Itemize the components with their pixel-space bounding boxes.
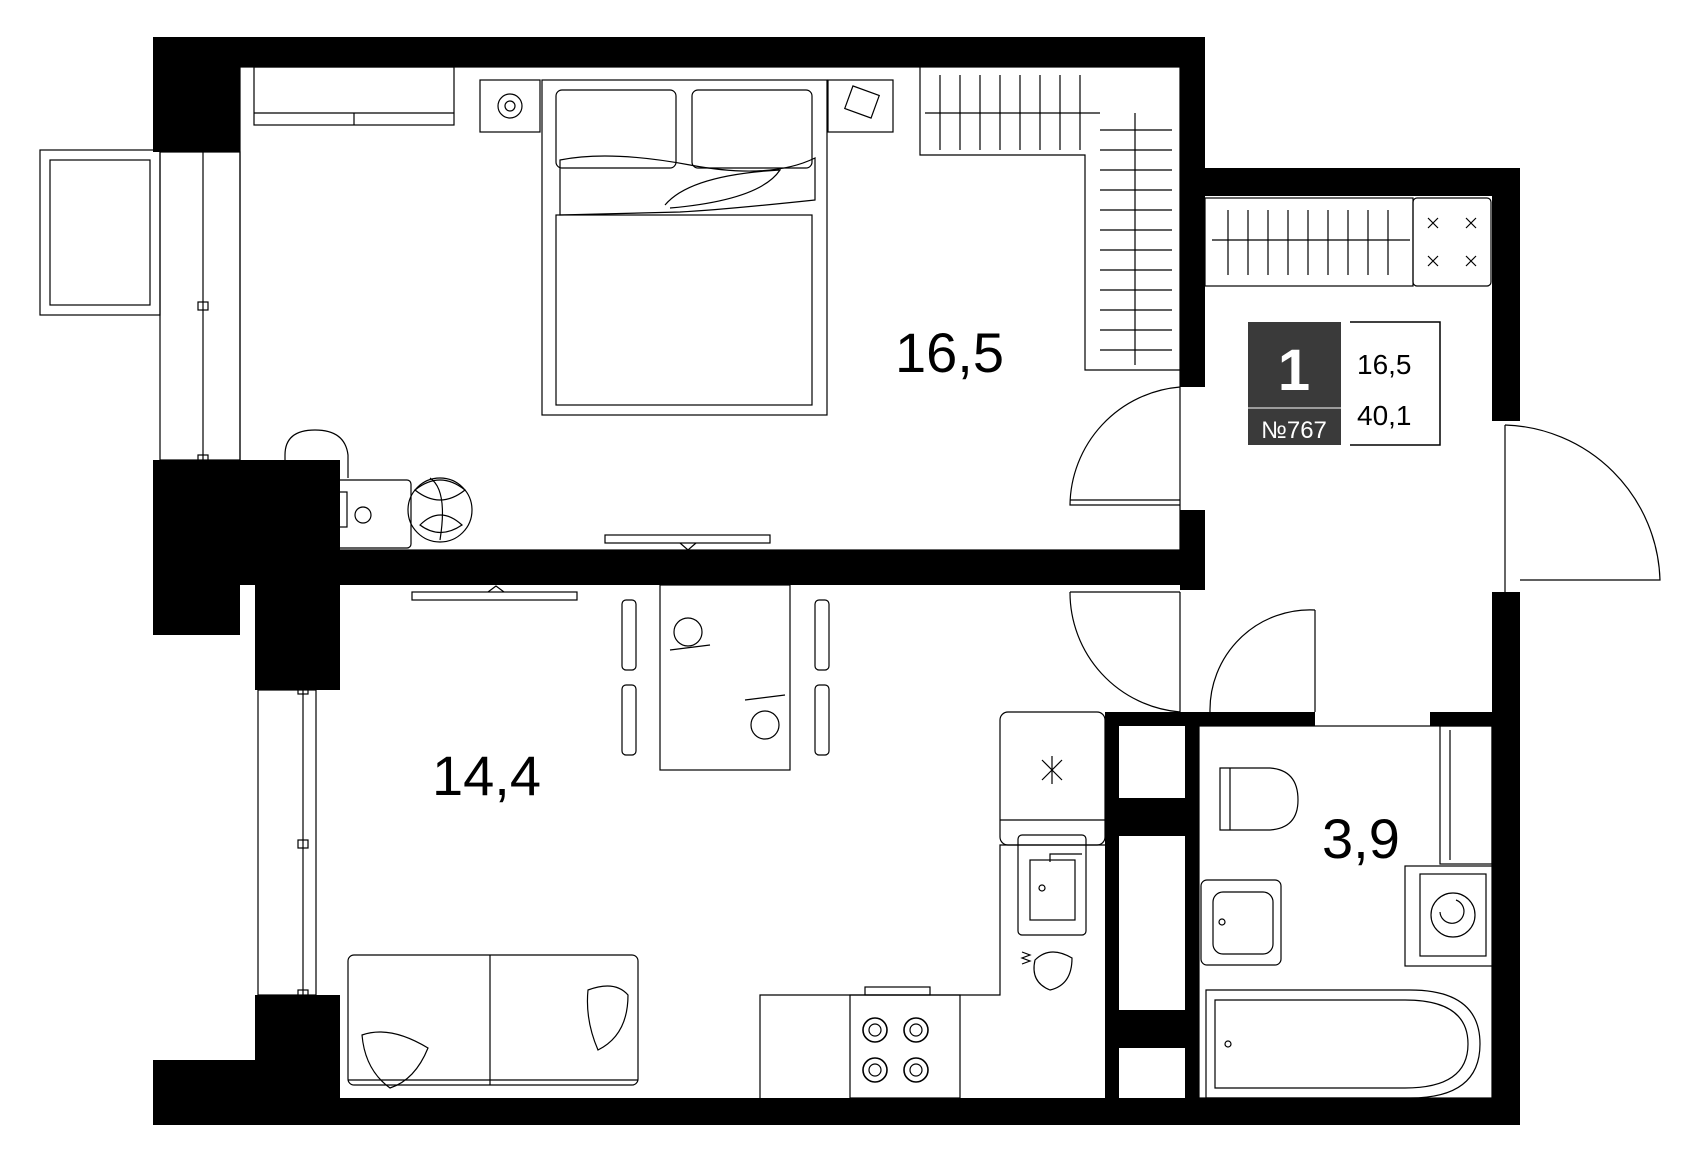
apartment-badge: 1 №767 16,5 40,1 (1248, 321, 1441, 446)
shaft-rung-2 (1105, 1010, 1199, 1048)
door-living (1069, 591, 1181, 713)
bathroom-basin (1200, 879, 1282, 966)
bedroom-outline (239, 66, 1181, 551)
bathroom-shelf (1439, 725, 1493, 865)
wall-bath-top (1105, 712, 1315, 726)
kitchen-sink (1017, 834, 1087, 936)
badge-room-count: 1 (1278, 338, 1310, 403)
tv-bedroom (604, 534, 771, 544)
shoe-rack (1204, 197, 1414, 287)
cooktop (849, 994, 961, 1099)
ladle-icon (1033, 951, 1073, 991)
hall (1069, 197, 1661, 713)
hall-cabinet (1412, 197, 1492, 287)
window-living (257, 689, 317, 996)
shaft-rung-1 (1105, 798, 1199, 836)
plate-1 (673, 617, 703, 647)
badge-background (1248, 322, 1341, 445)
bed (541, 79, 828, 416)
nightstand-right (827, 79, 894, 133)
desk-chair (284, 429, 349, 478)
wall-partition (240, 550, 1205, 585)
badge-apartment-number: №767 (1261, 417, 1327, 444)
kitchen-counter (759, 844, 1105, 1098)
bedroom-furniture: 16,5 (239, 66, 1181, 551)
wall-bath-left (1105, 712, 1119, 1125)
room-area-living: 14,4 (432, 744, 541, 807)
windows (39, 149, 317, 999)
wall-right-lower (1492, 592, 1520, 1125)
cabinet-knob-icons (1427, 217, 1477, 267)
badge-living-area: 16,5 (1357, 349, 1412, 380)
bathroom-outline (1198, 725, 1493, 1099)
badge-frame (1350, 321, 1441, 446)
living-furniture: 14,4 (347, 584, 1106, 1099)
balcony (39, 149, 161, 316)
washing-machine (1404, 865, 1494, 967)
plant-icon (407, 477, 473, 543)
wardrobe-hangers-side (1100, 113, 1172, 365)
fridge (999, 711, 1106, 846)
window-bedroom (159, 151, 241, 461)
wardrobe (919, 67, 1180, 371)
wall-right-upper (1492, 168, 1520, 421)
chair-1 (621, 599, 637, 671)
wall-top (153, 37, 1205, 67)
laptop (291, 491, 348, 528)
sofa-pillow-2 (586, 985, 629, 1051)
door-bathroom (1209, 609, 1316, 713)
tv-living (411, 591, 578, 601)
badge-total-area: 40,1 (1357, 400, 1412, 431)
wall-bottom (153, 1098, 1513, 1125)
desk (245, 479, 412, 549)
chair-3 (814, 599, 830, 671)
wall-bath-top-right (1430, 712, 1505, 726)
wall-hall-top (1180, 168, 1520, 196)
bathtub (1205, 989, 1481, 1099)
door-bedroom (1069, 386, 1181, 506)
nightstand-left (479, 79, 541, 133)
bed-blanket-fold (559, 155, 816, 216)
dining-table (659, 584, 791, 771)
plate-2 (750, 710, 780, 740)
door-entrance (1504, 424, 1661, 581)
toilet (1219, 767, 1299, 831)
chair-2 (621, 684, 637, 756)
snowflake-icon (1041, 756, 1063, 784)
wall-left-upper (153, 37, 240, 152)
wardrobe-hangers-top (925, 75, 1100, 150)
room-area-bathroom: 3,9 (1322, 807, 1400, 870)
wall-bedroom-right-upper (1180, 37, 1205, 387)
room-area-bedroom: 16,5 (895, 321, 1004, 384)
sofa (347, 954, 639, 1086)
bathroom-furniture: 3,9 (1198, 725, 1494, 1099)
sofa-pillow-1 (361, 1031, 429, 1089)
chair-4 (814, 684, 830, 756)
walls (153, 37, 1520, 1125)
wall-shaft-right (1185, 712, 1199, 1125)
